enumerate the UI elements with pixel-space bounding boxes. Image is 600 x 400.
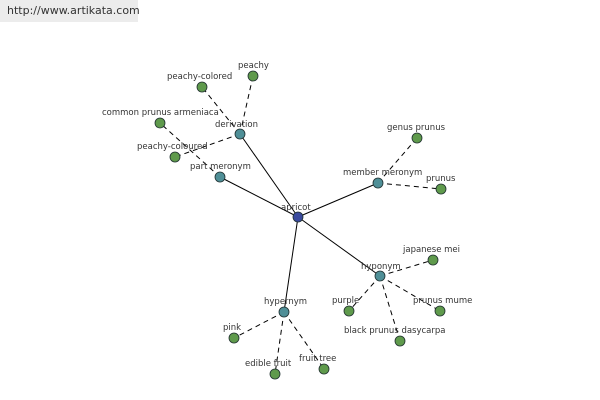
source-url-text[interactable]: http://www.artikata.com [7, 4, 140, 17]
term-label-purple[interactable]: purple [332, 296, 359, 306]
center-label-apricot[interactable]: apricot [281, 203, 311, 213]
term-label-black-prunus-dasycarpa[interactable]: black prunus dasycarpa [344, 326, 446, 336]
node-peachy[interactable] [247, 70, 259, 82]
edge-hypernym-fruit-tree [283, 311, 325, 370]
edge-apricot-hyponym [297, 216, 381, 277]
node-hypernym[interactable] [278, 306, 290, 318]
labels-layer: derivation peachy-colored peachy peachy-col… [102, 61, 472, 369]
node-black-prunus-dasycarpa[interactable] [394, 335, 406, 347]
node-pink[interactable] [228, 332, 240, 344]
relation-label-hyponym[interactable]: hyponym [361, 262, 401, 272]
node-edible-fruit[interactable] [269, 368, 281, 380]
term-label-peachy[interactable]: peachy [238, 61, 269, 71]
node-prunus[interactable] [435, 183, 447, 195]
edge-hyponym-black-prunus-dasycarpa [379, 275, 401, 342]
relation-label-derivation[interactable]: derivation [215, 120, 258, 130]
edge-derivation-peachy [239, 75, 254, 135]
edge-apricot-part-meronym [219, 176, 299, 218]
node-part-meronym[interactable] [214, 171, 226, 183]
term-label-edible-fruit[interactable]: edible fruit [245, 359, 292, 369]
term-label-peachy-colored[interactable]: peachy-colored [167, 72, 232, 82]
node-fruit-tree[interactable] [318, 363, 330, 375]
term-label-prunus[interactable]: prunus [426, 174, 456, 184]
node-hyponym[interactable] [374, 270, 386, 282]
node-derivation[interactable] [234, 128, 246, 140]
node-peachy-coloured[interactable] [169, 151, 181, 163]
edge-derivation-peachy-colored [201, 86, 241, 135]
term-label-fruit-tree[interactable]: fruit tree [299, 354, 336, 364]
edge-hyponym-japanese-mei [379, 259, 434, 277]
node-member-meronym[interactable] [372, 177, 384, 189]
edge-derivation-peachy-coloured [174, 133, 241, 158]
node-apricot[interactable] [292, 211, 304, 223]
node-genus-prunus[interactable] [411, 132, 423, 144]
edge-hyponym-prunus-mume [379, 275, 441, 312]
node-japanese-mei[interactable] [427, 254, 439, 266]
edges-layer [159, 75, 442, 375]
term-label-common-prunus-armeniaca[interactable]: common prunus armeniaca [102, 108, 219, 118]
nodes-layer [154, 70, 447, 380]
term-label-genus-prunus[interactable]: genus prunus [387, 123, 446, 133]
node-peachy-colored[interactable] [196, 81, 208, 93]
edge-member-meronym-prunus [377, 182, 442, 190]
term-label-peachy-coloured[interactable]: peachy-coloured [137, 142, 208, 152]
edge-part-meronym-common-prunus-armeniaca [159, 122, 221, 178]
edge-apricot-member-meronym [297, 182, 379, 218]
source-url-banner[interactable]: http://www.artikata.com [0, 0, 140, 22]
term-label-japanese-mei[interactable]: japanese mei [402, 245, 460, 255]
relation-label-hypernym[interactable]: hypernym [264, 297, 307, 307]
relation-label-part-meronym[interactable]: part meronym [190, 162, 251, 172]
relation-label-member-meronym[interactable]: member meronym [343, 168, 422, 178]
edge-hyponym-purple [348, 275, 381, 312]
edge-apricot-hypernym [283, 216, 299, 313]
edge-member-meronym-genus-prunus [377, 137, 418, 184]
node-prunus-mume[interactable] [434, 305, 446, 317]
edge-hypernym-pink [233, 311, 285, 339]
node-purple[interactable] [343, 305, 355, 317]
edge-apricot-derivation [239, 133, 299, 218]
edge-hypernym-edible-fruit [274, 311, 285, 375]
term-label-prunus-mume[interactable]: prunus mume [413, 296, 472, 306]
node-common-prunus-armeniaca[interactable] [154, 117, 166, 129]
term-label-pink[interactable]: pink [223, 323, 241, 333]
